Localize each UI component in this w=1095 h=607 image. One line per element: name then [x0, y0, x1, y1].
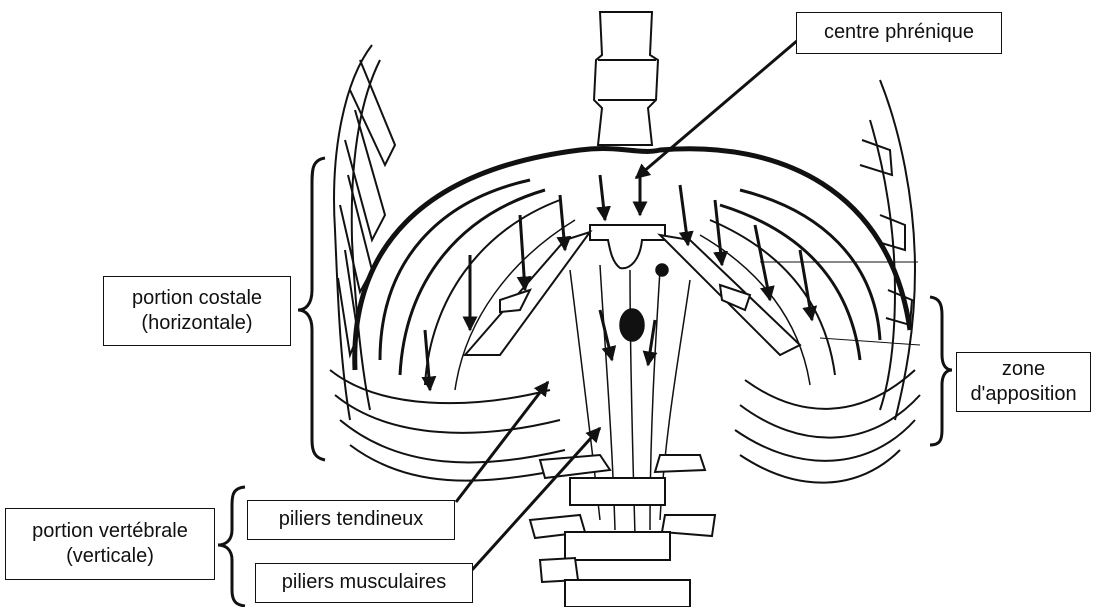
portion-vertebrale-line1: portion vertébrale: [6, 519, 214, 544]
zone-apposition-label: zone d'apposition: [956, 352, 1091, 412]
piliers-musculaires-label: piliers musculaires: [255, 563, 473, 603]
diaphragm-dome: [355, 149, 910, 390]
zone-apposition-brace: [930, 297, 952, 445]
centre-phrenique-text: centre phrénique: [797, 13, 1001, 51]
piliers-musculaires-text: piliers musculaires: [256, 564, 472, 600]
portion-costale-line2: (horizontale): [104, 311, 290, 336]
portion-vertebrale-brace: [218, 487, 245, 606]
piliers-tendineux-label: piliers tendineux: [247, 500, 455, 540]
zone-apposition-line1: zone: [957, 357, 1090, 382]
zone-apposition-leader-2: [820, 338, 920, 345]
portion-costale-brace: [298, 158, 325, 460]
spine-upper: [594, 12, 658, 145]
portion-vertebrale-line2: (verticale): [6, 544, 214, 569]
fiber-arrows: [425, 170, 812, 390]
piliers-tendineux-text: piliers tendineux: [248, 501, 454, 537]
portion-costale-label: portion costale (horizontale): [103, 276, 291, 346]
portion-vertebrale-label: portion vertébrale (verticale): [5, 508, 215, 580]
zone-apposition-line2: d'apposition: [957, 382, 1090, 407]
centre-phrenique-label: centre phrénique: [796, 12, 1002, 54]
centre-phrenique-arrow: [636, 40, 798, 178]
portion-costale-line1: portion costale: [104, 286, 290, 311]
right-rib-cage: [735, 80, 920, 483]
spine-lower: [530, 455, 715, 607]
left-rib-cage: [330, 45, 565, 481]
